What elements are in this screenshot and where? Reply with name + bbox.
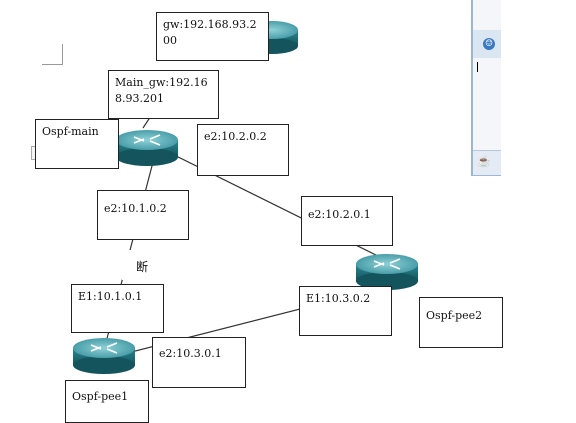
label-e2-10-2-0-1: e2:10.2.0.1: [301, 196, 393, 246]
router-ospf-pee2-icon: [356, 254, 418, 290]
smiley-icon[interactable]: ☺: [483, 38, 495, 50]
label-break: 断: [122, 250, 166, 280]
label-ospf-main: Ospf-main: [35, 119, 119, 169]
page-corner-mark: [42, 44, 63, 65]
label-ospf-pee2: Ospf-pee2: [419, 297, 503, 348]
label-ospf-pee1: Ospf-pee1: [65, 380, 149, 423]
label-e2-10-3-0-1: e2:10.3.0.1: [152, 337, 246, 388]
side-panel-footer[interactable]: ☕: [473, 150, 501, 175]
side-panel[interactable]: ☺ ☕: [471, 0, 501, 176]
router-ospf-pee1-icon: [73, 338, 135, 374]
label-e2-10-2-0-2: e2:10.2.0.2: [197, 124, 289, 176]
router-ospf-main-icon: [116, 130, 178, 166]
label-gw: gw:192.168.93.200: [156, 12, 269, 61]
text-cursor: [477, 62, 478, 72]
label-e2-10-1-0-2: e2:10.1.0.2: [97, 190, 189, 240]
side-panel-tab[interactable]: ☺: [473, 30, 501, 58]
label-e1-10-3-0-2: E1:10.3.0.2: [299, 286, 392, 336]
label-main-gw: Main_gw:192.168.93.201: [108, 70, 219, 119]
label-e1-10-1-0-1: E1:10.1.0.1: [71, 284, 164, 333]
cup-icon[interactable]: ☕: [477, 155, 491, 168]
